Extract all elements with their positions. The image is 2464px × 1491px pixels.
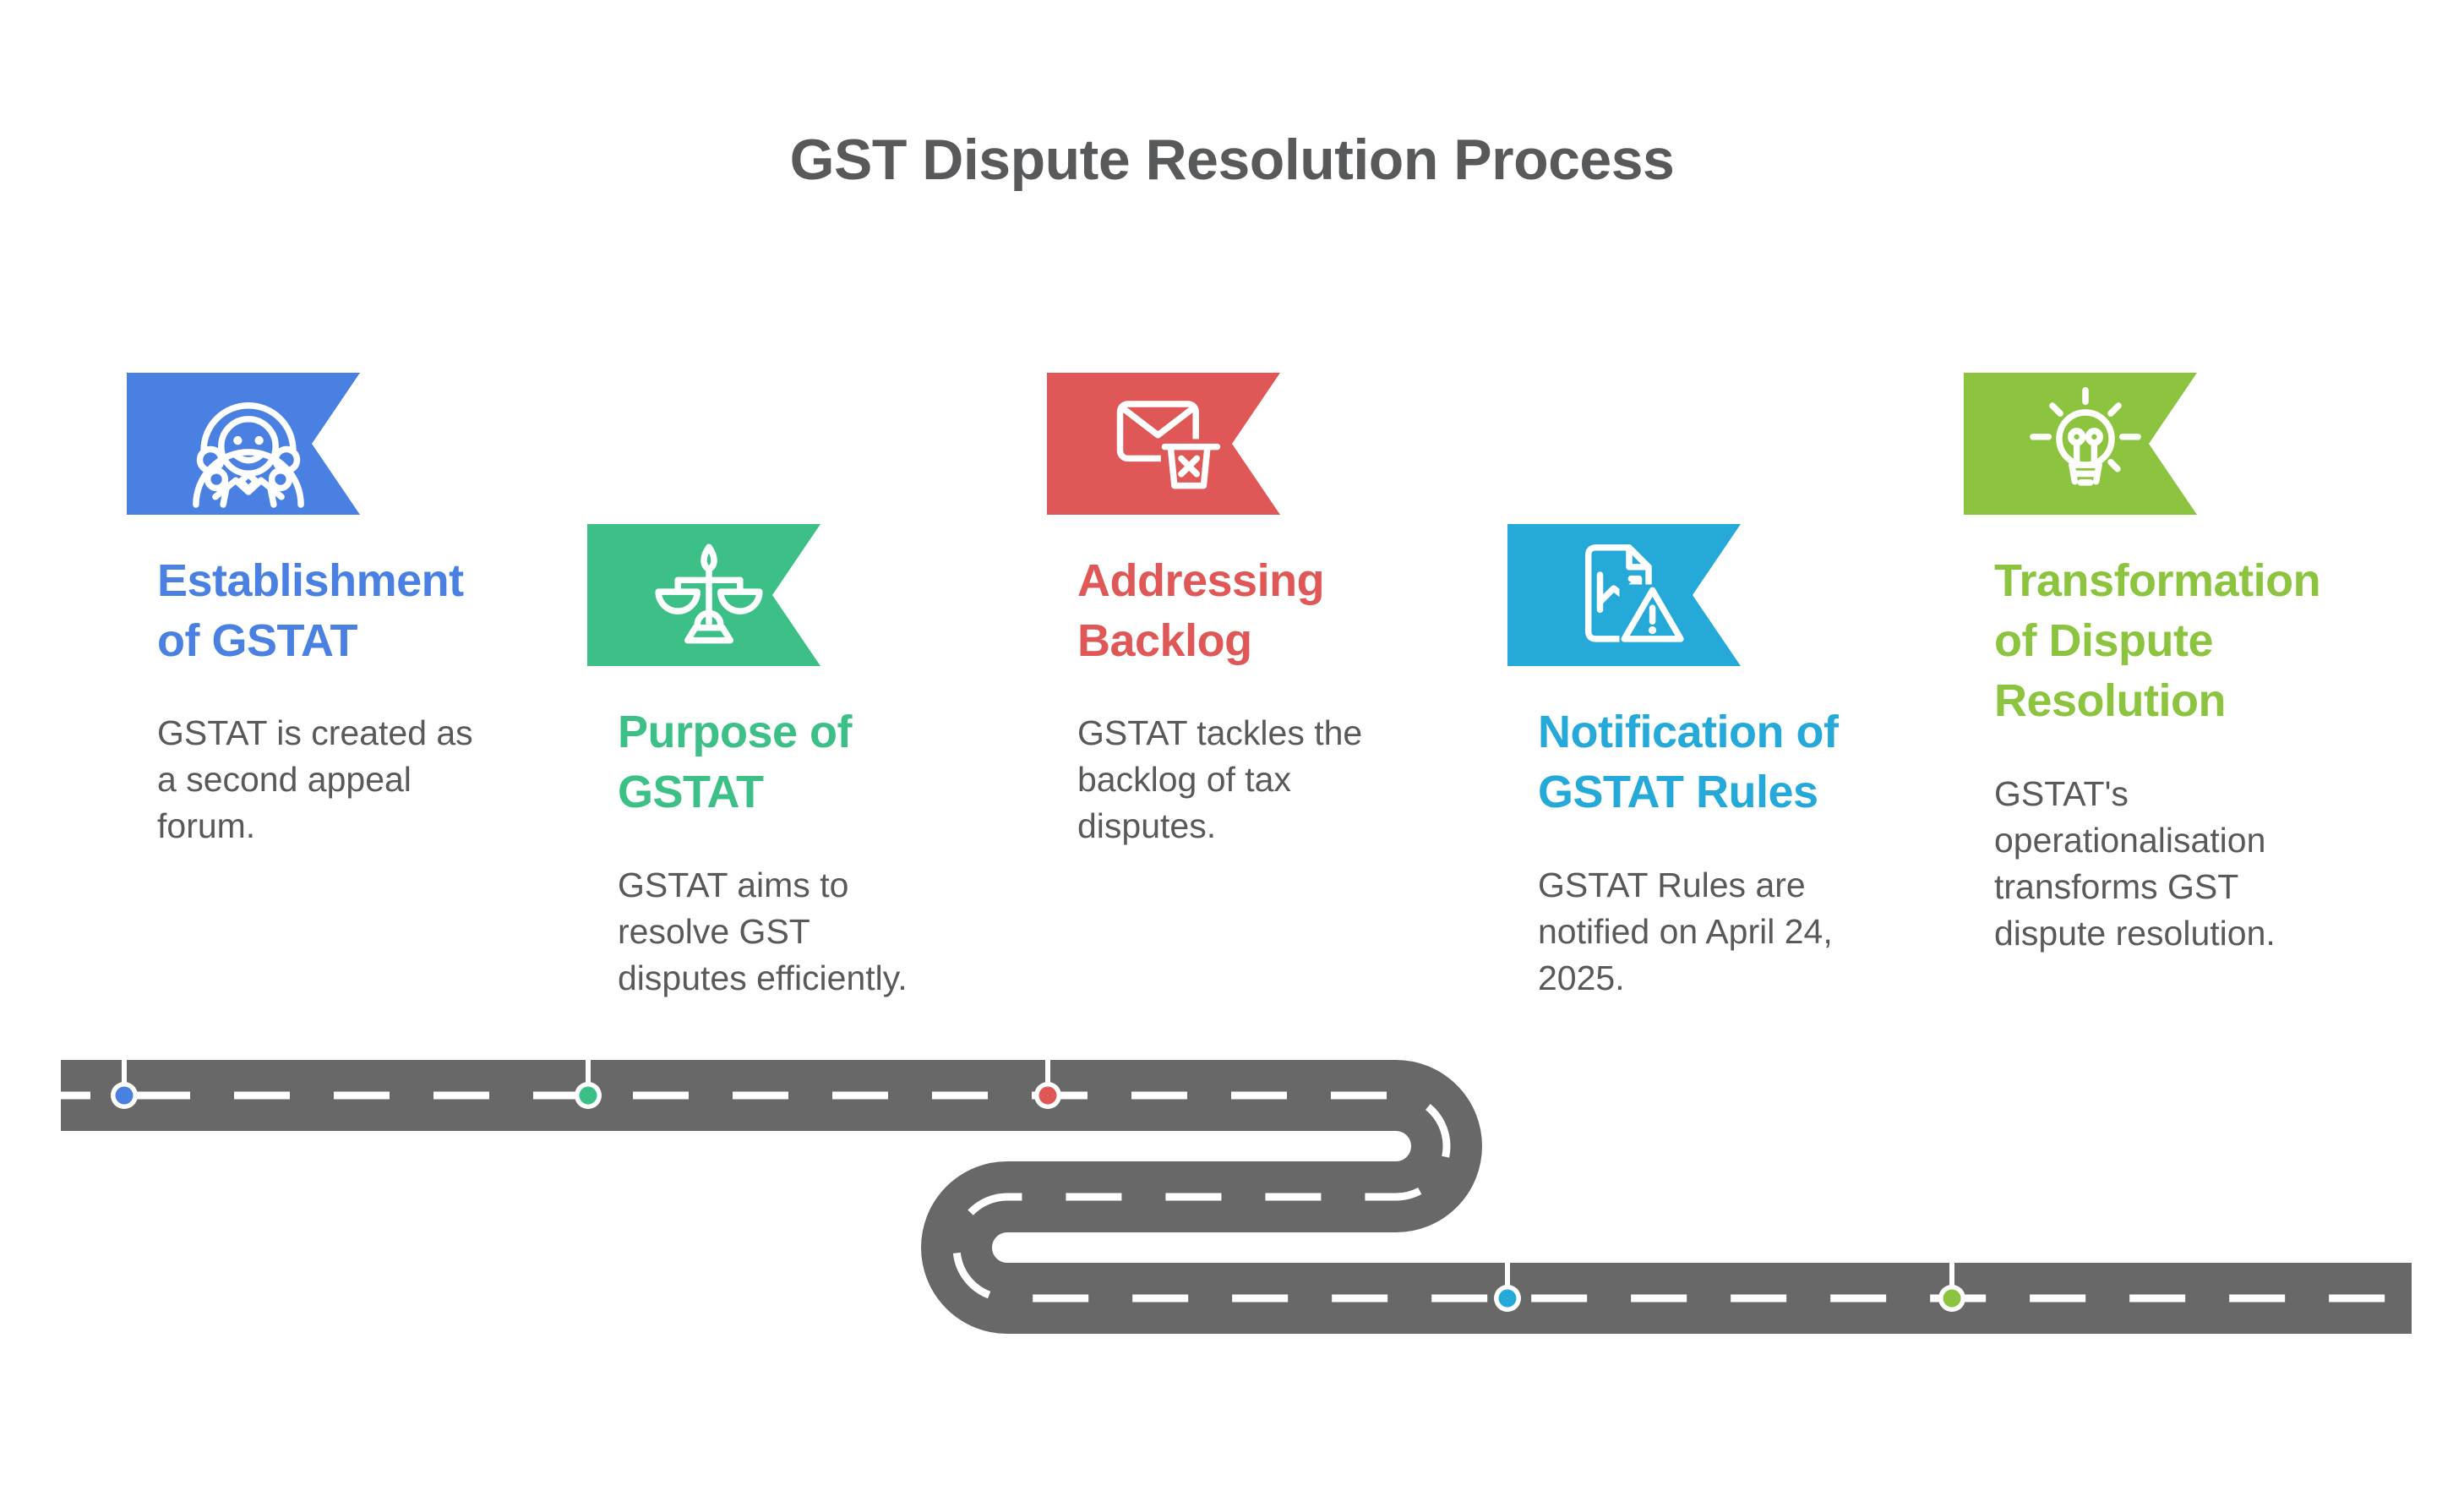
milestone-description: GSTAT aims to resolve GST disputes effic… [618,866,908,997]
milestone-description: GSTAT's operationalisation transforms GS… [1994,774,2276,953]
milestone-flag [1047,373,1280,515]
milestone-heading: Addressing Backlog [1077,555,1325,666]
milestone-marker-3 [1034,1030,1061,1109]
scales-of-justice-icon [655,543,763,644]
milestone-marker-1 [111,1030,138,1109]
milestone-marker-2 [575,1030,602,1109]
mail-delete-icon [1116,401,1222,494]
milestone-heading: Notification of GSTAT Rules [1538,707,1839,817]
milestone-flag [1507,524,1741,666]
milestone-heading: Transformation of Dispute Resolution [1994,555,2321,726]
milestone-description: GSTAT tackles the backlog of tax dispute… [1077,713,1363,845]
document-warning-icon [1584,544,1686,645]
milestone-flag [1964,373,2197,515]
milestone-flag [127,373,360,515]
milestone-description: GSTAT is created as a second appeal foru… [157,713,473,845]
judge-icon [193,401,304,508]
milestone-heading: Establishment of GSTAT [157,555,464,666]
lightbulb-icon [2030,386,2141,486]
road-center-dashes [61,1091,2412,1303]
milestone-heading: Purpose of GSTAT [618,707,853,817]
road-path [61,1060,2412,1334]
page-title: GST Dispute Resolution Process [789,128,1675,192]
milestone-flag [587,524,820,666]
milestone-marker-4 [1494,1232,1521,1312]
milestone-description: GSTAT Rules are notified on April 24, 20… [1538,866,1833,997]
milestone-marker-5 [1938,1232,1965,1312]
